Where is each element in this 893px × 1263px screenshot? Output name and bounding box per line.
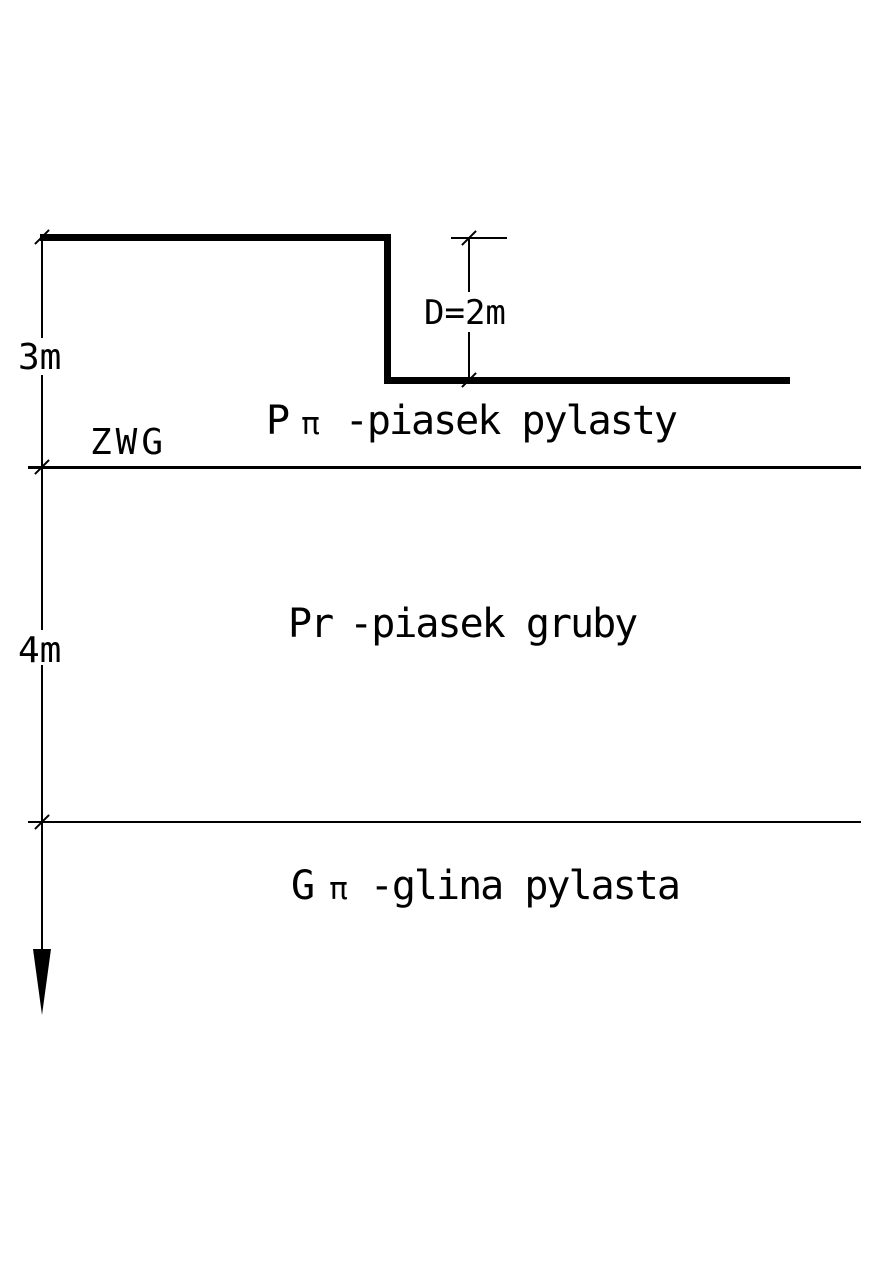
groundwater-label: ZWG: [90, 422, 168, 463]
groundwater-table-line: [28, 466, 861, 469]
excavation-step-line: [384, 234, 391, 384]
layer-label-piasek-gruby: Pr -piasek gruby: [288, 601, 638, 647]
lower-depth-label: 4m: [18, 630, 62, 671]
ground-surface-line: [40, 234, 388, 241]
left-dimension-line-segment: [41, 665, 43, 950]
upper-depth-label: 3m: [18, 337, 62, 378]
layer-symbol: G: [291, 863, 315, 909]
layer-boundary-line: [28, 821, 861, 823]
excavation-depth-label: D=2m: [424, 293, 506, 333]
excavation-dim-line-segment: [468, 239, 470, 292]
layer-description: -piasek pylasty: [344, 398, 678, 444]
excavation-dim-line-segment: [468, 332, 470, 379]
layer-symbol: Pr: [288, 601, 334, 647]
layer-symbol: P: [266, 398, 290, 444]
depth-arrow-icon: [33, 949, 51, 1015]
layer-subscript: π: [301, 406, 320, 442]
left-dimension-line-segment: [41, 375, 43, 630]
left-dimension-line-segment: [41, 237, 43, 338]
layer-description: -piasek gruby: [349, 601, 638, 647]
excavation-bottom-line: [384, 377, 790, 384]
layer-description: -glina pylasta: [369, 863, 681, 909]
excavation-dim-extension-bar: [451, 237, 507, 239]
layer-subscript: π: [329, 871, 348, 907]
